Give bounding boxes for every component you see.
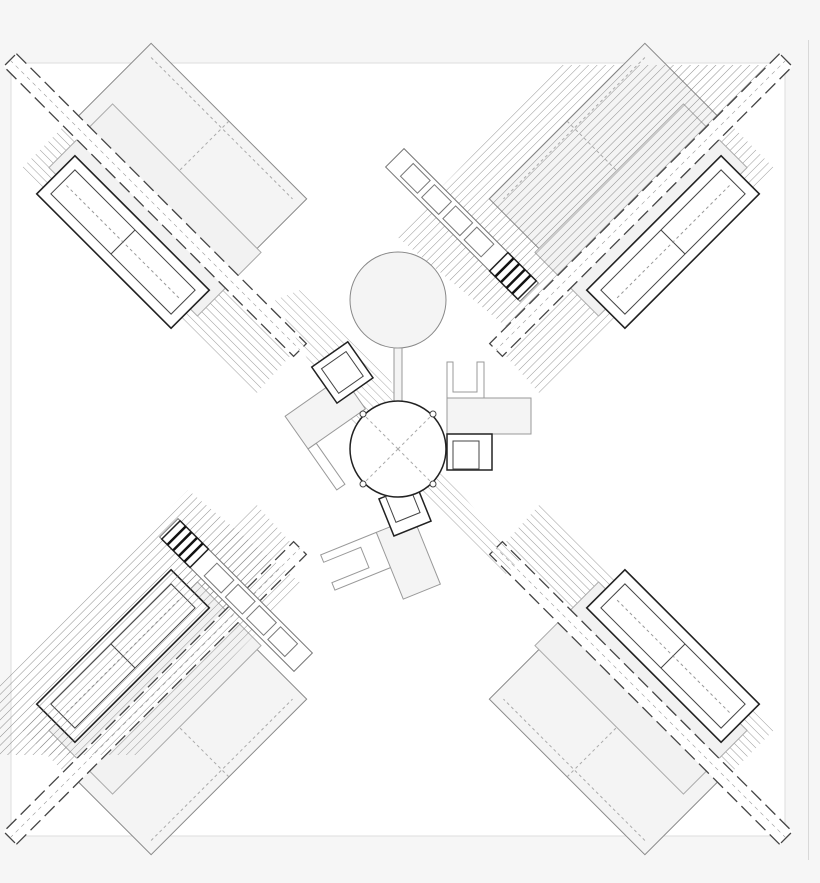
chair-left — [284, 340, 375, 491]
chair-bottom — [320, 482, 442, 600]
page-edge-divider — [808, 40, 809, 860]
chair-right — [446, 361, 532, 471]
dining-table — [349, 400, 447, 498]
